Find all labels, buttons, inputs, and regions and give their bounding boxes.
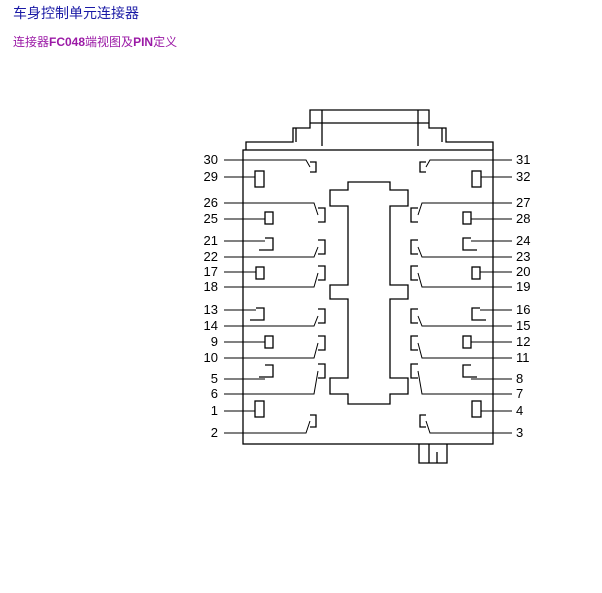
contact-17 xyxy=(255,266,265,280)
contact-20 xyxy=(471,266,481,280)
pin-label-21: 21 xyxy=(204,233,218,248)
contact-11 xyxy=(410,335,418,351)
center-divider xyxy=(329,181,409,405)
contact-28 xyxy=(462,211,472,225)
contact-1 xyxy=(254,400,265,418)
left-pin-labels: 30 29 26 25 21 22 17 18 13 14 9 10 5 6 1… xyxy=(204,152,218,440)
pin-label-1: 1 xyxy=(211,403,218,418)
contact-21 xyxy=(259,237,274,251)
contact-10 xyxy=(318,335,326,351)
contact-29 xyxy=(254,170,265,188)
connector-code: FC048 xyxy=(49,35,86,49)
contact-32 xyxy=(471,170,482,188)
contact-9 xyxy=(264,335,274,349)
connector-subtitle: 连接器FC048端视图及PIN定义 xyxy=(13,33,177,50)
pin-label-4: 4 xyxy=(516,403,523,418)
contact-13 xyxy=(250,307,265,321)
pin-label-23: 23 xyxy=(516,249,530,264)
leader-15 xyxy=(417,315,512,327)
subtitle-middle: 端视图及 xyxy=(85,35,134,49)
leader-10 xyxy=(224,342,319,359)
pin-label-19: 19 xyxy=(516,279,530,294)
contact-4 xyxy=(471,400,482,418)
pin-label-6: 6 xyxy=(211,386,218,401)
leader-2 xyxy=(224,420,311,434)
contact-12 xyxy=(462,335,472,349)
leader-11 xyxy=(417,342,512,359)
pin-label-26: 26 xyxy=(204,195,218,210)
pin-label-32: 32 xyxy=(516,169,530,184)
contact-24 xyxy=(462,237,477,251)
pin-label-14: 14 xyxy=(204,318,218,333)
pin-label-17: 17 xyxy=(204,264,218,279)
leader-7 xyxy=(417,370,512,395)
pin-label-16: 16 xyxy=(516,302,530,317)
pin-label-3: 3 xyxy=(516,425,523,440)
leader-6 xyxy=(224,370,319,395)
contact-16 xyxy=(471,307,486,321)
contact-30 xyxy=(310,161,317,173)
contact-8 xyxy=(462,364,477,378)
contact-26 xyxy=(318,207,326,223)
pin-label-15: 15 xyxy=(516,318,530,333)
contact-3 xyxy=(419,414,426,428)
connector-body xyxy=(242,149,494,445)
contact-25 xyxy=(264,211,274,225)
pin-label-11: 11 xyxy=(516,350,530,365)
right-pin-labels: 31 32 27 28 24 23 20 19 16 15 12 11 8 7 … xyxy=(516,152,530,440)
page-title: 车身控制单元连接器 xyxy=(13,6,139,22)
pin-label-25: 25 xyxy=(204,211,218,226)
subtitle-suffix: 定义 xyxy=(153,35,178,49)
leader-22 xyxy=(224,246,319,258)
leader-27 xyxy=(417,202,512,216)
pin-label-13: 13 xyxy=(204,302,218,317)
contact-22 xyxy=(318,239,326,255)
pin-label-5: 5 xyxy=(211,371,218,386)
leader-23 xyxy=(417,246,512,258)
pin-label-30: 30 xyxy=(204,152,218,167)
contact-6 xyxy=(318,363,326,379)
contact-2 xyxy=(310,414,317,428)
pin-label-7: 7 xyxy=(516,386,523,401)
contact-7 xyxy=(410,363,418,379)
pin-label-28: 28 xyxy=(516,211,530,226)
pin-label-10: 10 xyxy=(204,350,218,365)
leader-26 xyxy=(224,202,319,216)
pin-leader-lines xyxy=(224,159,512,434)
leader-19 xyxy=(417,272,512,288)
contact-19 xyxy=(410,265,418,281)
contact-31 xyxy=(419,161,426,173)
pin-label-8: 8 xyxy=(516,371,523,386)
pin-label-2: 2 xyxy=(211,425,218,440)
pin-label-27: 27 xyxy=(516,195,530,210)
subtitle-prefix: 连接器 xyxy=(13,35,50,49)
pin-label-20: 20 xyxy=(516,264,530,279)
leader-31 xyxy=(425,159,512,168)
pin-label-31: 31 xyxy=(516,152,530,167)
leader-18 xyxy=(224,272,319,288)
pin-word: PIN xyxy=(133,35,154,49)
contact-14 xyxy=(318,308,326,324)
pin-label-24: 24 xyxy=(516,233,530,248)
leader-30 xyxy=(224,159,311,168)
leader-3 xyxy=(425,420,512,434)
pin-label-29: 29 xyxy=(204,169,218,184)
pin-label-22: 22 xyxy=(204,249,218,264)
contact-18 xyxy=(318,265,326,281)
pin-label-12: 12 xyxy=(516,334,530,349)
connector-outline xyxy=(242,109,494,464)
contact-15 xyxy=(410,308,418,324)
contact-cavities xyxy=(250,161,486,428)
contact-27 xyxy=(410,207,418,223)
contact-23 xyxy=(410,239,418,255)
leader-14 xyxy=(224,315,319,327)
pin-label-9: 9 xyxy=(211,334,218,349)
contact-5 xyxy=(259,364,274,378)
pin-label-18: 18 xyxy=(204,279,218,294)
